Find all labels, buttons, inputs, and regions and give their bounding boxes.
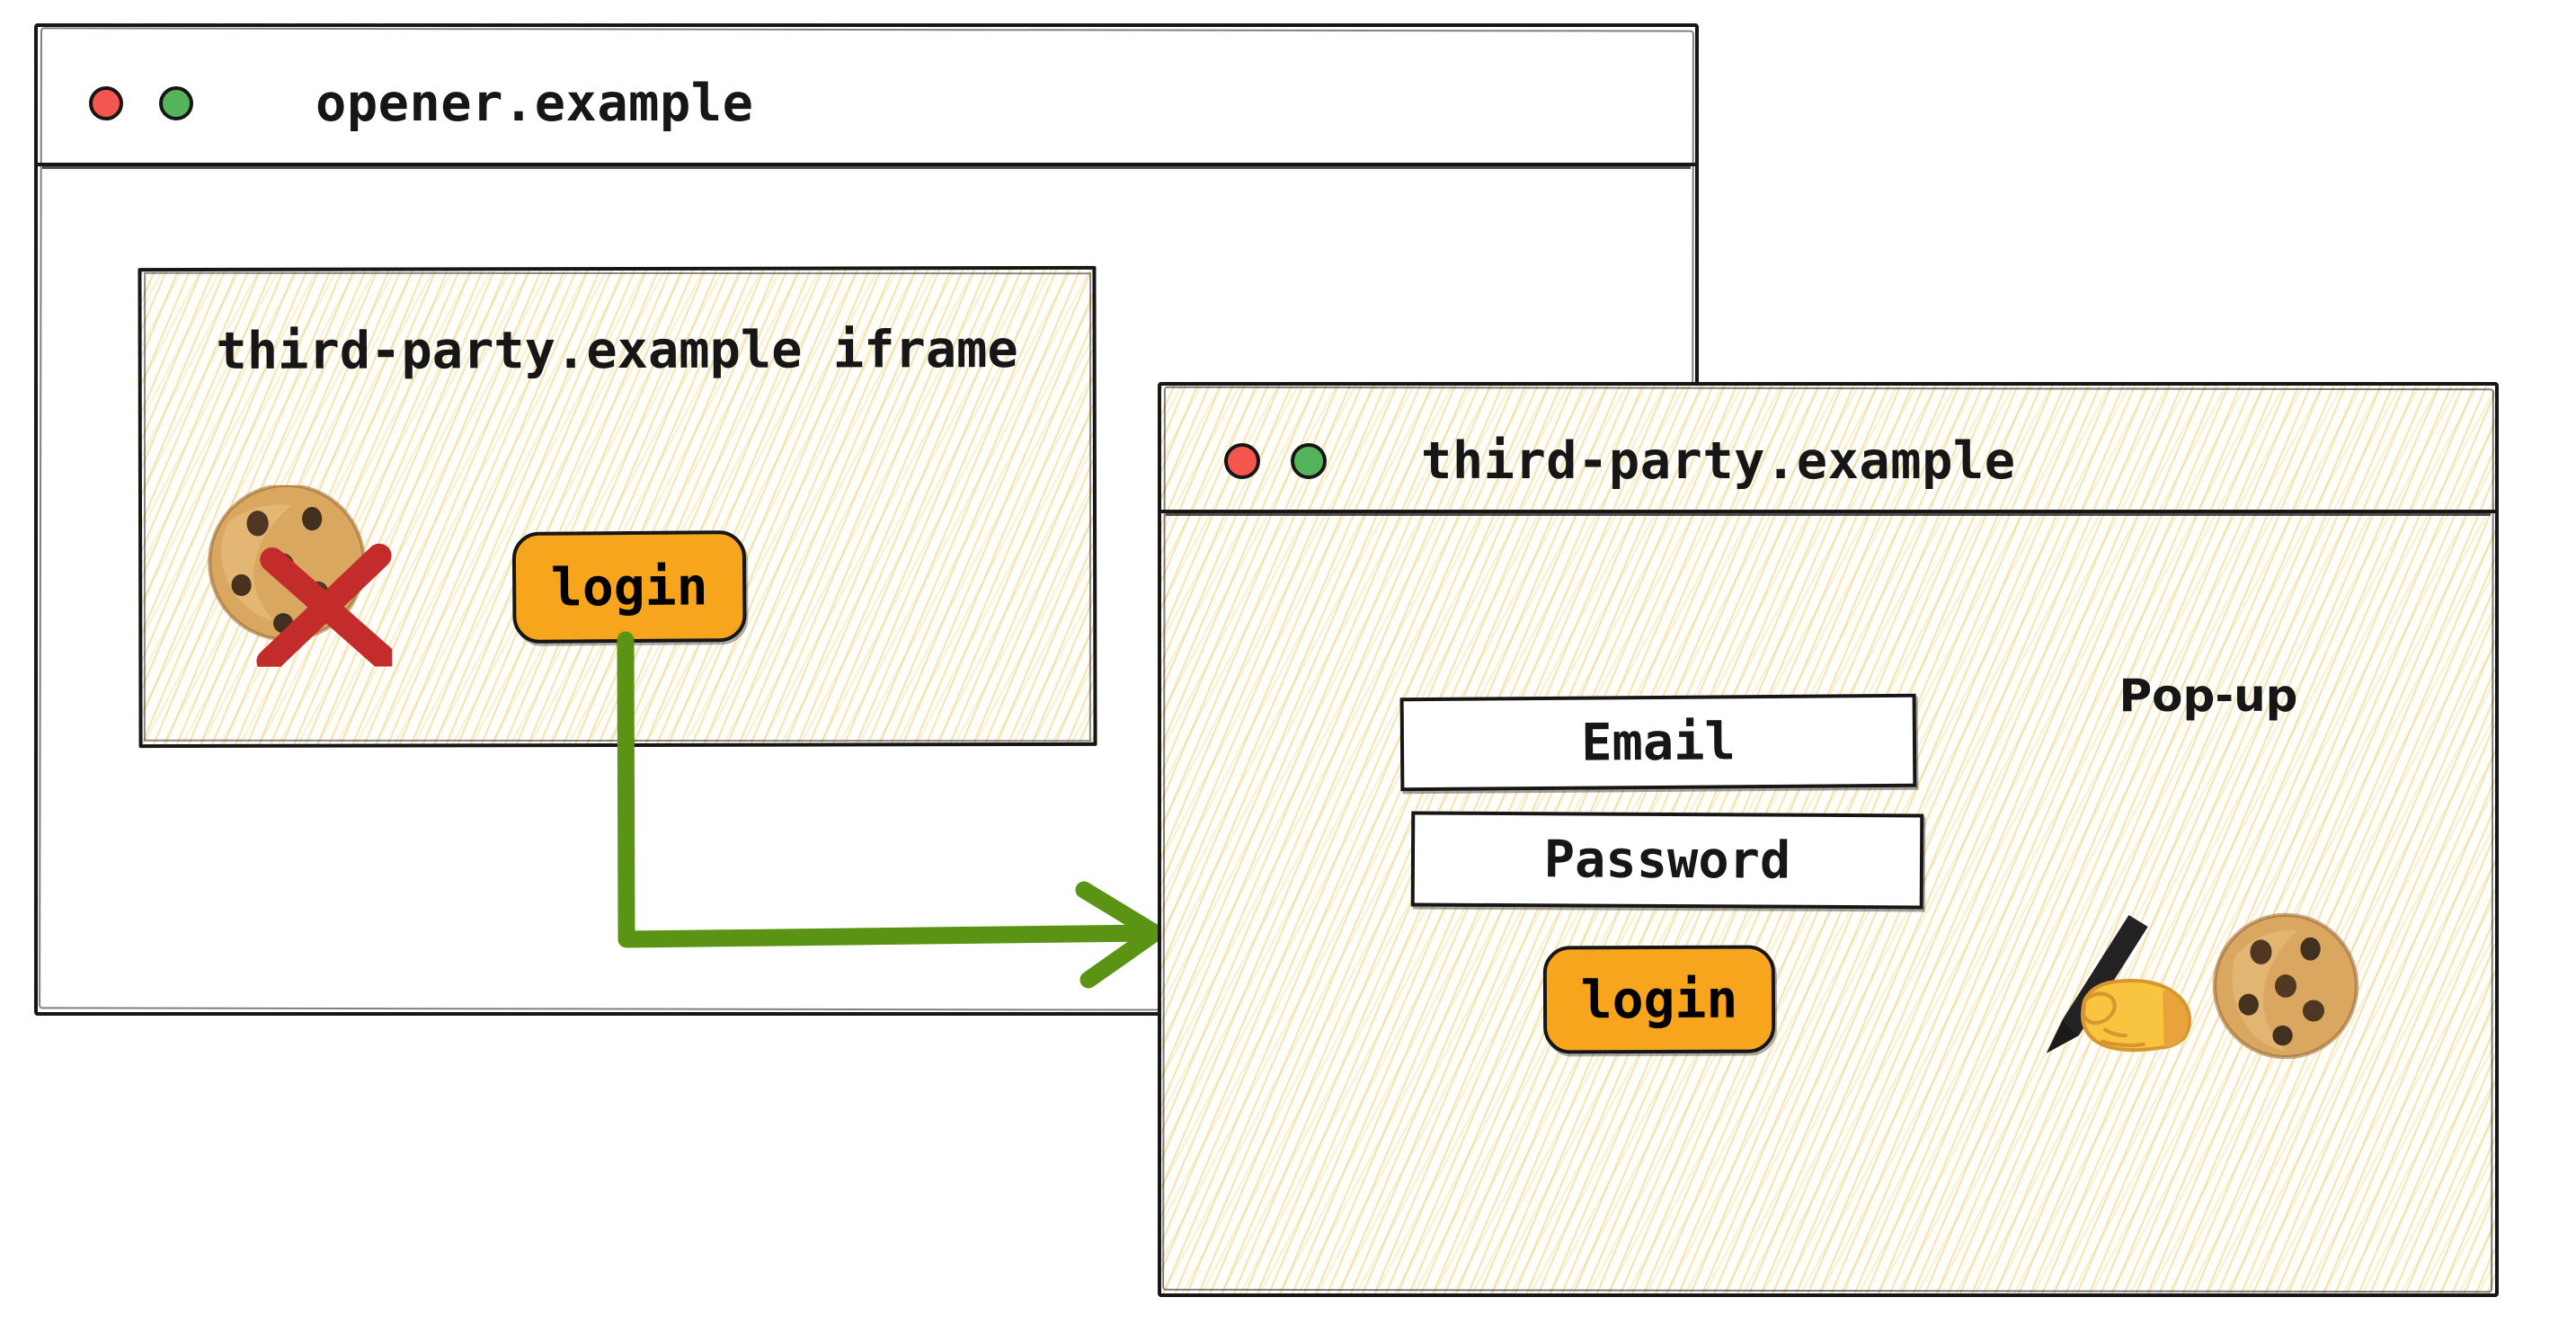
minimize-dot-icon[interactable]: [159, 85, 193, 120]
third-party-iframe: third-party.example iframe login: [138, 265, 1097, 749]
opener-titlebar: opener.example: [38, 27, 1695, 166]
blocked-cookie-icon: [201, 483, 395, 674]
writing-hand-icon: [2046, 914, 2192, 1053]
popup-titlebar: third-party.example: [1161, 386, 2495, 513]
email-field[interactable]: Email: [1399, 693, 1917, 792]
popup-icons: [2038, 902, 2370, 1069]
cookie-icon: [2212, 912, 2359, 1059]
popup-window: third-party.example Email Password login…: [1158, 382, 2499, 1297]
close-dot-icon[interactable]: [89, 85, 123, 120]
minimize-dot-icon[interactable]: [1291, 443, 1327, 479]
close-dot-icon[interactable]: [1224, 443, 1260, 479]
iframe-label: third-party.example iframe: [216, 320, 1018, 381]
popup-annotation-label: Pop-up: [2119, 670, 2298, 722]
password-field[interactable]: Password: [1410, 811, 1924, 910]
opens-popup-arrow: [617, 631, 1164, 989]
opener-window-title: opener.example: [315, 73, 754, 133]
popup-window-title: third-party.example: [1421, 431, 2016, 491]
popup-login-button[interactable]: login: [1542, 945, 1776, 1054]
red-cross-icon: [256, 543, 395, 674]
